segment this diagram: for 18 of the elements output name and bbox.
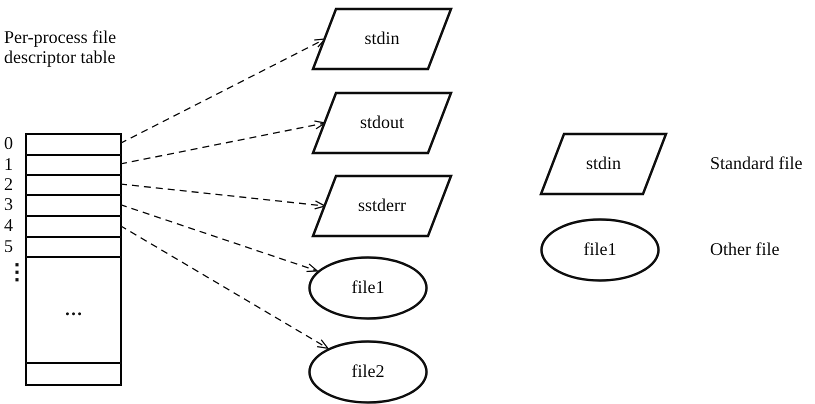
table-title: Per-process file descriptor table <box>4 28 118 68</box>
legend-text: Standard file <box>710 154 802 174</box>
node-label: file1 <box>352 278 384 298</box>
row-number: 0 <box>4 134 13 154</box>
row-number: 3 <box>4 195 13 215</box>
row-number: 4 <box>4 216 13 236</box>
legend-text: Other file <box>710 240 780 260</box>
row-number: 1 <box>4 155 13 175</box>
ellipsis-text: … <box>64 300 82 320</box>
node-label: stdout <box>360 113 404 133</box>
vertical-ellipsis: ⋮ <box>6 260 28 284</box>
row-number: 2 <box>4 175 13 195</box>
node-label: file1 <box>584 240 616 260</box>
node-label: stdin <box>586 154 621 174</box>
node-label: file2 <box>352 362 384 382</box>
node-label: stdin <box>364 29 400 49</box>
node-label: sstderr <box>358 196 406 216</box>
row-number: 5 <box>4 237 13 257</box>
